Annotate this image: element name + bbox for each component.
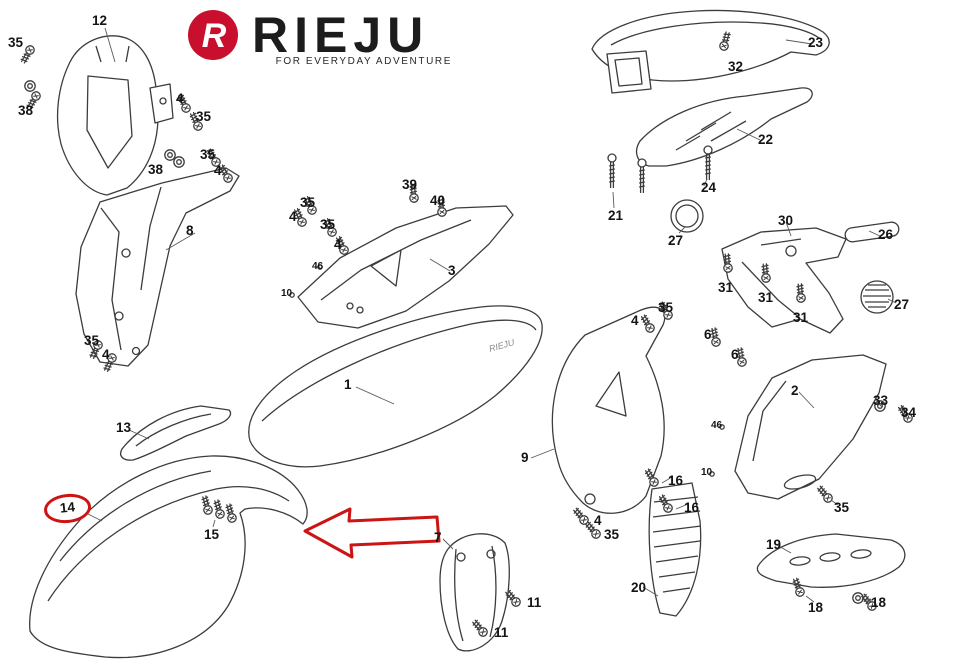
front-plate-part-7 <box>439 533 510 652</box>
round-reflector-part-27-top <box>670 199 704 233</box>
rear-bracket-part-30 <box>721 227 847 334</box>
seat-part-1: RIEJU <box>248 305 543 468</box>
side-panel-part-3 <box>297 205 514 329</box>
side-panel-part-2 <box>734 354 887 500</box>
fastener-screws <box>18 30 915 639</box>
logo-emblem-icon <box>188 10 238 60</box>
highlight-arrow <box>303 507 441 559</box>
side-panel-part-9 <box>551 306 666 514</box>
logo-wordmark: RIEJU <box>252 7 429 63</box>
radiator-shroud-part-8 <box>75 167 240 367</box>
fork-guard-part-20 <box>648 482 702 617</box>
rear-fender-part-23 <box>591 9 830 94</box>
logo-emblem-letter: R <box>202 17 227 55</box>
inner-fender-part-22 <box>635 87 813 167</box>
front-fender-part-14 <box>29 455 308 659</box>
round-reflector-part-27-right <box>860 280 894 314</box>
mudguard-bracket-part-13 <box>119 405 232 461</box>
chain-guard-part-19 <box>756 533 906 588</box>
leader-lines <box>87 27 897 603</box>
brand-logo: R RIEJU FOR EVERYDAY ADVENTURE <box>188 7 452 67</box>
headlight-mask-part-12 <box>56 35 174 196</box>
logo-tagline: FOR EVERYDAY ADVENTURE <box>276 56 452 67</box>
